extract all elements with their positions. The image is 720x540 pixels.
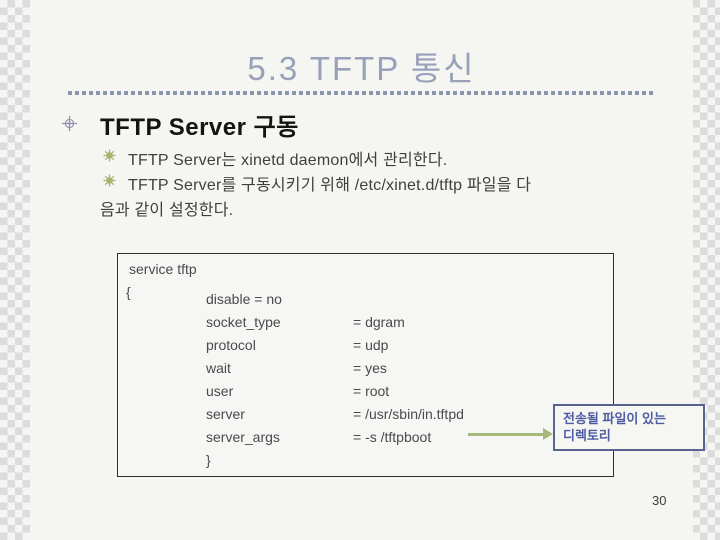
config-value: = root — [353, 383, 390, 399]
bullet-item-2-line-2: 음과 같이 설정한다. — [100, 202, 234, 219]
callout-text-line-2: 디렉토리 — [563, 428, 611, 443]
code-close-brace: } — [206, 452, 211, 468]
config-key: user — [206, 383, 234, 399]
config-value: = yes — [353, 360, 387, 376]
config-rows: disable = no socket_type = dgram protoco… — [206, 291, 464, 475]
crosshair-icon — [61, 115, 78, 132]
config-row: user = root — [206, 383, 464, 406]
config-key: socket_type — [206, 314, 281, 330]
config-row: socket_type = dgram — [206, 314, 464, 337]
page-number: 30 — [652, 493, 667, 508]
config-key: protocol — [206, 337, 256, 353]
config-key: server_args — [206, 429, 280, 445]
checker-border-right — [693, 0, 720, 540]
sunburst-icon — [103, 149, 116, 162]
title-divider — [68, 91, 653, 95]
config-key: server — [206, 406, 245, 422]
config-key: wait — [206, 360, 231, 376]
sunburst-icon — [103, 174, 116, 187]
callout-text-line-1: 전송될 파일이 있는 — [563, 411, 666, 426]
code-open-brace: { — [126, 284, 131, 300]
config-value: = dgram — [353, 314, 405, 330]
code-service-header: service tftp — [129, 261, 197, 277]
callout-box: 전송될 파일이 있는 디렉토리 — [553, 404, 705, 451]
config-code-box: service tftp { disable = no socket_type … — [117, 253, 614, 477]
bullet-item-1: TFTP Server는 xinetd daemon에서 관리한다. — [128, 152, 448, 169]
config-row: server = /usr/sbin/in.tftpd — [206, 406, 464, 429]
config-row: protocol = udp — [206, 337, 464, 360]
checker-border-left — [0, 0, 30, 540]
arrow-right-icon — [543, 428, 553, 440]
config-row: server_args = -s /tftpboot — [206, 429, 464, 452]
config-value: = -s /tftpboot — [353, 429, 432, 445]
arrow-right-icon — [468, 433, 545, 436]
config-key: disable = no — [206, 291, 282, 307]
bullet-item-2-line-1: TFTP Server를 구동시키기 위해 /etc/xinet.d/tftp … — [128, 177, 532, 194]
slide-title: 5.3 TFTP 통신 — [247, 50, 476, 87]
config-value: = udp — [353, 337, 389, 353]
config-row: wait = yes — [206, 360, 464, 383]
config-row: disable = no — [206, 291, 464, 314]
config-value: = /usr/sbin/in.tftpd — [353, 406, 464, 422]
section-heading: TFTP Server 구동 — [100, 114, 299, 141]
